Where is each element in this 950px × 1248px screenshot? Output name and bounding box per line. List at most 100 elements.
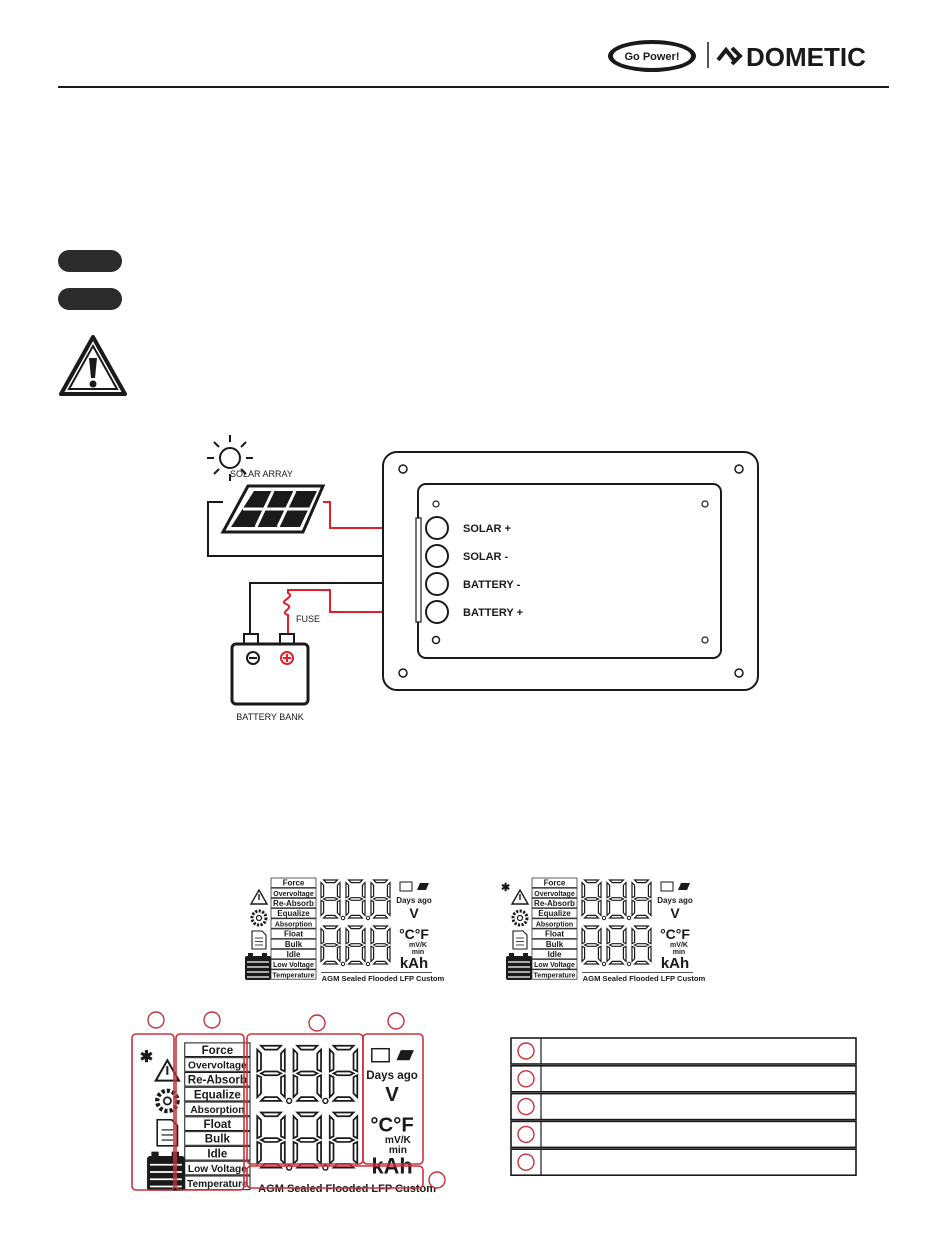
status-label-box <box>531 928 578 939</box>
seven-segment-digit <box>370 925 391 965</box>
unit-v: V <box>670 905 680 921</box>
callout-marker <box>308 1014 326 1032</box>
status-label-box <box>531 949 578 960</box>
status-label-box <box>531 938 578 949</box>
unit-min: min <box>673 949 685 956</box>
terminal-label: BATTERY - <box>463 579 521 591</box>
status-label-box <box>531 969 578 980</box>
seven-segment-digit <box>320 925 341 965</box>
seven-segment-digit <box>292 1044 322 1102</box>
legend-row <box>510 1148 857 1176</box>
days-ago-label: Days ago <box>366 1069 418 1082</box>
unit-mvk: mV/K <box>409 942 427 949</box>
solar-panel-icon <box>220 484 326 534</box>
unit-v: V <box>409 905 419 921</box>
gear-icon <box>250 909 268 927</box>
warning-icon <box>58 334 128 403</box>
document-icon <box>512 930 528 950</box>
status-label: Overvoltage <box>188 1061 247 1072</box>
status-label: Equalize <box>538 909 571 918</box>
status-label-box <box>531 908 578 919</box>
terminal-solar-positive <box>425 516 449 540</box>
gear-icon <box>511 909 529 927</box>
document-icon <box>156 1118 179 1147</box>
status-label-box <box>531 918 578 929</box>
status-label: Low Voltage <box>534 962 575 969</box>
battery-bars-icon <box>506 953 532 980</box>
battery-mini-icon <box>660 881 674 892</box>
seven-segment-digit <box>606 925 627 965</box>
seven-segment-digit <box>631 925 652 965</box>
legend-row <box>510 1037 857 1065</box>
fuse-label: FUSE <box>296 614 320 624</box>
status-label-box <box>270 949 317 960</box>
unit-min: min <box>389 1145 407 1156</box>
unit-kah: kAh <box>400 955 428 972</box>
status-label-box <box>184 1042 251 1058</box>
unit-kah: kAh <box>661 955 689 972</box>
callout-legend-table <box>510 1037 858 1184</box>
status-label: Bulk <box>285 940 303 949</box>
callout-marker <box>203 1011 221 1029</box>
seven-segment-digit <box>581 879 602 919</box>
charge-controller: SOLAR + SOLAR - BATTERY - BATTERY + <box>382 451 759 691</box>
warning-icon <box>154 1058 181 1082</box>
seven-segment-digit <box>370 879 391 919</box>
seven-segment-digit <box>320 879 341 919</box>
seven-segment-digit <box>328 1111 359 1169</box>
status-label: Overvoltage <box>273 891 314 898</box>
status-label: Low Voltage <box>188 1164 247 1175</box>
status-label-box <box>270 918 317 929</box>
status-label-box <box>270 928 317 939</box>
status-label: Force <box>202 1044 234 1057</box>
status-label-box <box>184 1057 251 1072</box>
callout-region <box>362 1033 424 1165</box>
sun-icon <box>207 435 253 481</box>
battery-mini-icon <box>371 1047 390 1063</box>
legend-row <box>510 1064 857 1093</box>
status-label: Force <box>544 879 566 888</box>
status-label: Low Voltage <box>273 962 314 969</box>
status-label: Float <box>545 930 564 939</box>
status-label: Re-Absorb <box>534 899 575 908</box>
unit-temp: °C°F <box>660 926 690 942</box>
seven-segment-digit <box>292 1111 322 1169</box>
solar-mini-icon <box>396 1050 414 1061</box>
status-label-box <box>270 877 317 888</box>
callout-region <box>175 1033 245 1191</box>
status-label: Float <box>284 930 303 939</box>
dometic-chevron-icon <box>716 46 743 66</box>
status-label-box <box>270 959 317 970</box>
legend-callout-marker <box>517 1097 535 1116</box>
bluetooth-icon: ✱ <box>501 882 510 894</box>
status-label: Bulk <box>205 1133 231 1146</box>
status-label-box <box>531 898 578 909</box>
unit-mvk: mV/K <box>670 942 688 949</box>
status-label: Idle <box>287 950 301 959</box>
status-label: Absorption <box>190 1105 244 1116</box>
seven-segment-digit <box>606 879 627 919</box>
status-label: Equalize <box>194 1088 242 1101</box>
warning-icon <box>510 888 530 905</box>
seven-segment-digit <box>345 879 366 919</box>
seven-segment-digit <box>256 1044 286 1102</box>
note-pill-2 <box>58 288 122 310</box>
status-label: Re-Absorb <box>188 1074 247 1087</box>
terminal-label: SOLAR + <box>463 523 511 535</box>
terminal-label: BATTERY + <box>463 607 523 619</box>
wiring-diagram: SOLAR ARRAY FUSE BATTERY BANK <box>200 430 770 735</box>
terminal-solar-negative <box>425 544 449 568</box>
status-label: Absorption <box>275 921 312 928</box>
battery-bars-icon <box>245 953 271 980</box>
battery-bars-icon <box>147 1151 185 1191</box>
brand-logo: Go Power! DOMETIC <box>606 38 896 83</box>
seven-segment-digit <box>345 925 366 965</box>
callout-marker <box>428 1171 446 1189</box>
battery-bank-label: BATTERY BANK <box>236 712 304 722</box>
status-label: Temperature <box>273 972 315 979</box>
seven-segment-digit <box>256 1111 286 1169</box>
callout-marker <box>387 1012 405 1030</box>
unit-min: min <box>412 949 424 956</box>
seven-segment-digit <box>581 925 602 965</box>
